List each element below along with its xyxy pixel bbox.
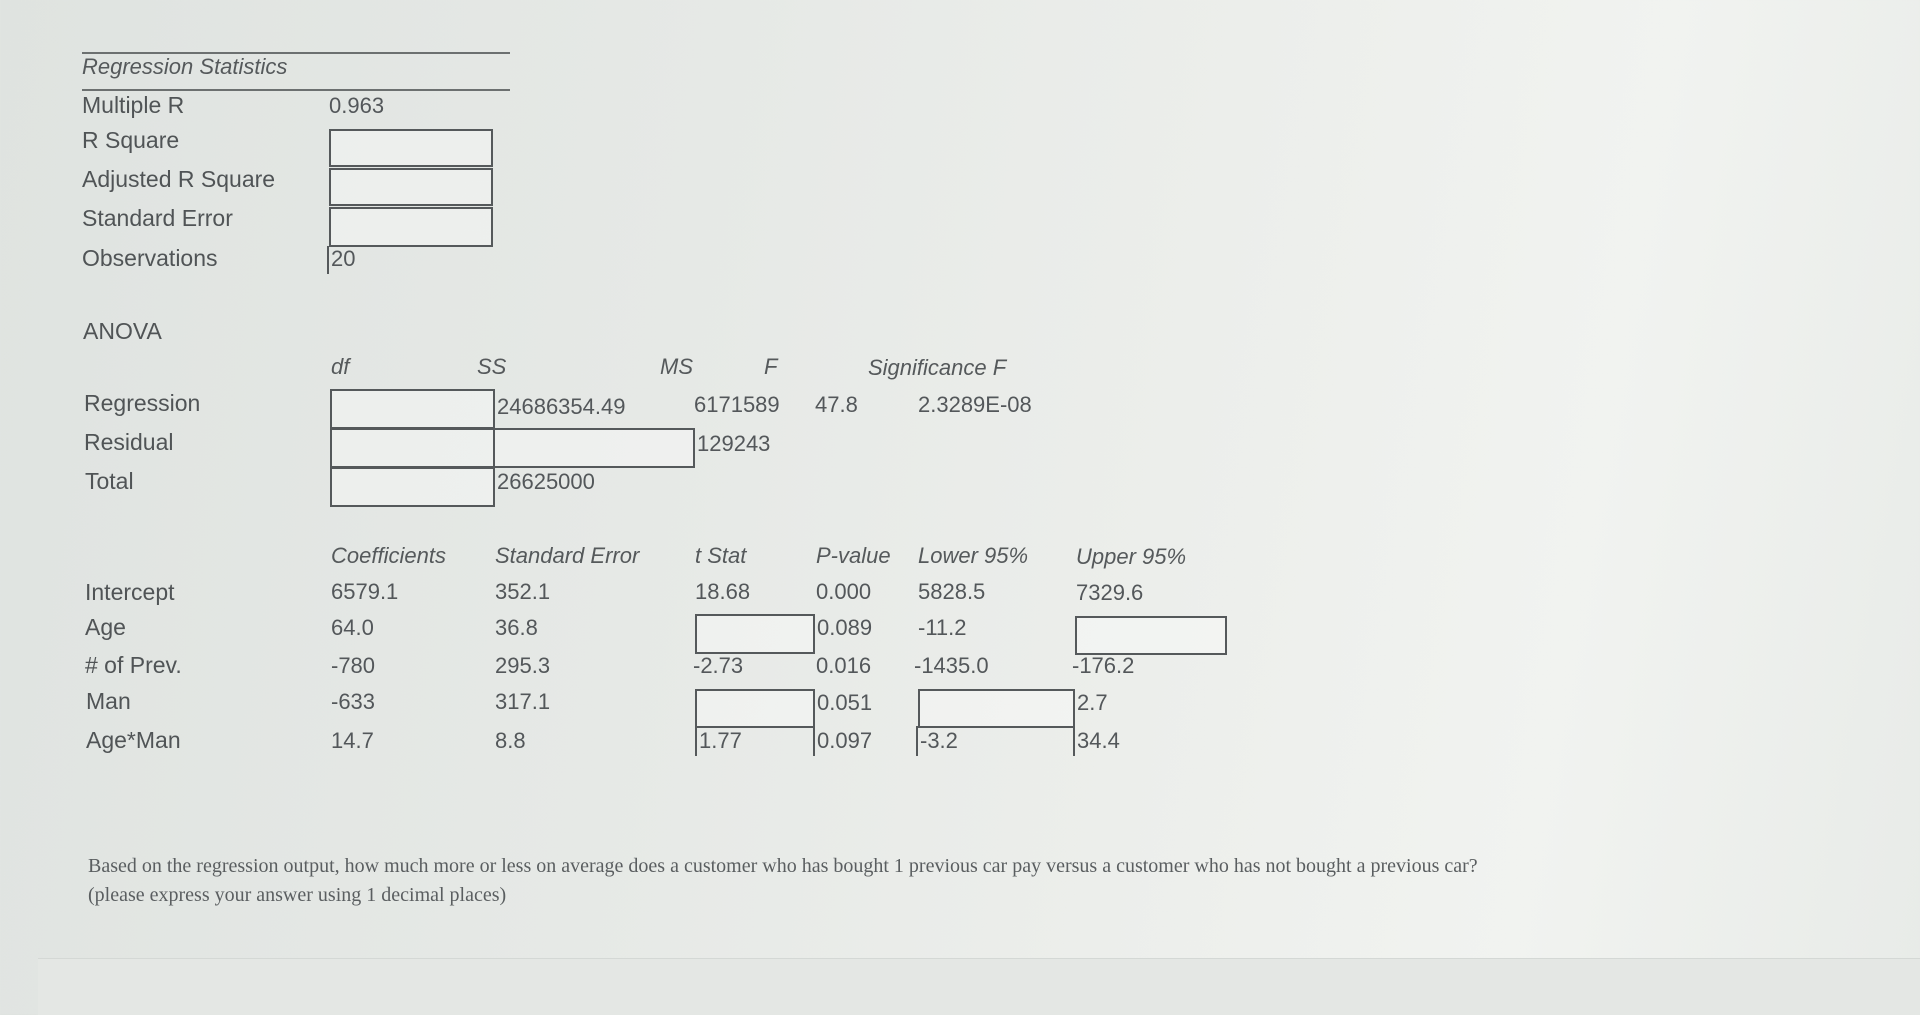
coef-intercept-t-stat: 18.68 [695,579,751,604]
coef-header-p-value: P-value [816,543,891,568]
anova-header-ms: MS [660,354,693,379]
coef-age-man-standard-error: 8.8 [495,728,526,753]
coef-num-previous-standard-error: 295.3 [495,653,551,678]
coef-man-upper-95: 2.7 [1073,689,1108,728]
coef-num-previous-t-stat: -2.73 [693,653,744,678]
coef-man-coefficient: -633 [331,689,376,714]
anova-regression-f: 47.8 [815,392,858,417]
anova-residual-df-input[interactable] [330,428,495,468]
anova-title: ANOVA [83,318,162,344]
coef-header-t-stat: t Stat [695,543,747,568]
anova-header-significance-f: Significance F [868,355,1007,380]
reg-stat-label-observations: Observations [82,245,218,271]
coef-num-previous-lower-95: -1435.0 [914,653,989,678]
anova-row-label-residual: Residual [84,429,174,455]
coef-num-previous-coefficient: -780 [331,653,376,678]
coef-age-t-stat-input[interactable] [695,614,815,654]
adjusted-r-square-input[interactable] [329,168,493,206]
question-line-1: Based on the regression output, how much… [88,855,1478,877]
anova-regression-ms: 6171589 [694,392,780,417]
anova-residual-ss-input[interactable] [493,428,695,468]
coef-man-p-value: 0.051 [813,689,872,728]
reg-stats-title: Regression Statistics [82,54,288,79]
coef-header-standard-error: Standard Error [495,543,640,568]
coef-row-label-intercept: Intercept [85,579,175,605]
coef-man-lower-95-input[interactable] [918,689,1075,728]
answer-area[interactable] [38,958,1920,1015]
coef-header-upper-95: Upper 95% [1076,544,1187,569]
coef-age-man-upper-95: 34.4 [1073,726,1120,756]
coef-intercept-lower-95: 5828.5 [918,579,986,604]
coef-age-upper-95-input[interactable] [1075,616,1227,655]
anova-regression-df-input[interactable] [330,389,495,429]
anova-regression-ss: 24686354.49 [493,389,625,429]
coef-age-man-t-stat: 1.77 [695,726,742,756]
coef-age-p-value: 0.089 [813,614,872,654]
reg-stat-value-observations: 20 [327,246,355,274]
question-line-2: (please express your answer using 1 deci… [88,884,507,906]
coef-age-lower-95: -11.2 [918,615,967,640]
standard-error-input[interactable] [329,207,493,247]
anova-total-ss: 26625000 [493,467,595,507]
coef-man-standard-error: 317.1 [495,689,551,714]
coef-intercept-standard-error: 352.1 [495,579,551,604]
coef-num-previous-p-value: 0.016 [816,653,872,678]
reg-stats-top-rule [82,52,510,54]
reg-stat-label-r-square: R Square [82,127,180,153]
coef-man-t-stat-input[interactable] [695,689,815,728]
anova-row-label-total: Total [85,468,134,494]
question-text: Based on the regression output, how much… [88,852,1688,910]
coef-row-label-age-man: Age*Man [86,727,181,753]
reg-stat-label-standard-error: Standard Error [82,205,233,231]
coef-header-coefficients: Coefficients [331,543,446,568]
anova-regression-significance-f: 2.3289E-08 [918,392,1032,417]
coef-age-standard-error: 36.8 [495,615,538,640]
anova-header-f: F [764,354,778,379]
coef-intercept-coefficient: 6579.1 [331,579,399,604]
coef-row-label-man: Man [86,688,131,714]
coef-age-coefficient: 64.0 [331,615,374,640]
coef-row-label-num-previous: # of Prev. [85,652,182,678]
reg-stat-label-adjusted-r-square: Adjusted R Square [82,166,276,192]
coef-intercept-upper-95: 7329.6 [1076,580,1144,605]
anova-header-df: df [331,354,350,379]
anova-row-label-regression: Regression [84,390,201,416]
reg-stat-value-multiple-r: 0.963 [329,93,385,118]
coef-age-man-p-value: 0.097 [813,726,872,756]
coef-header-lower-95: Lower 95% [918,543,1029,568]
coef-age-man-lower-95: -3.2 [916,726,958,756]
r-square-input[interactable] [329,129,493,167]
coef-intercept-p-value: 0.000 [816,579,872,604]
coef-age-man-coefficient: 14.7 [331,728,374,753]
anova-residual-ms: 129243 [693,428,770,468]
reg-stat-label-multiple-r: Multiple R [82,92,185,118]
reg-stats-header-rule [82,89,510,91]
anova-total-df-input[interactable] [330,467,495,507]
anova-header-ss: SS [477,354,507,379]
coef-num-previous-upper-95: -176.2 [1072,653,1135,678]
coef-row-label-age: Age [85,614,126,640]
